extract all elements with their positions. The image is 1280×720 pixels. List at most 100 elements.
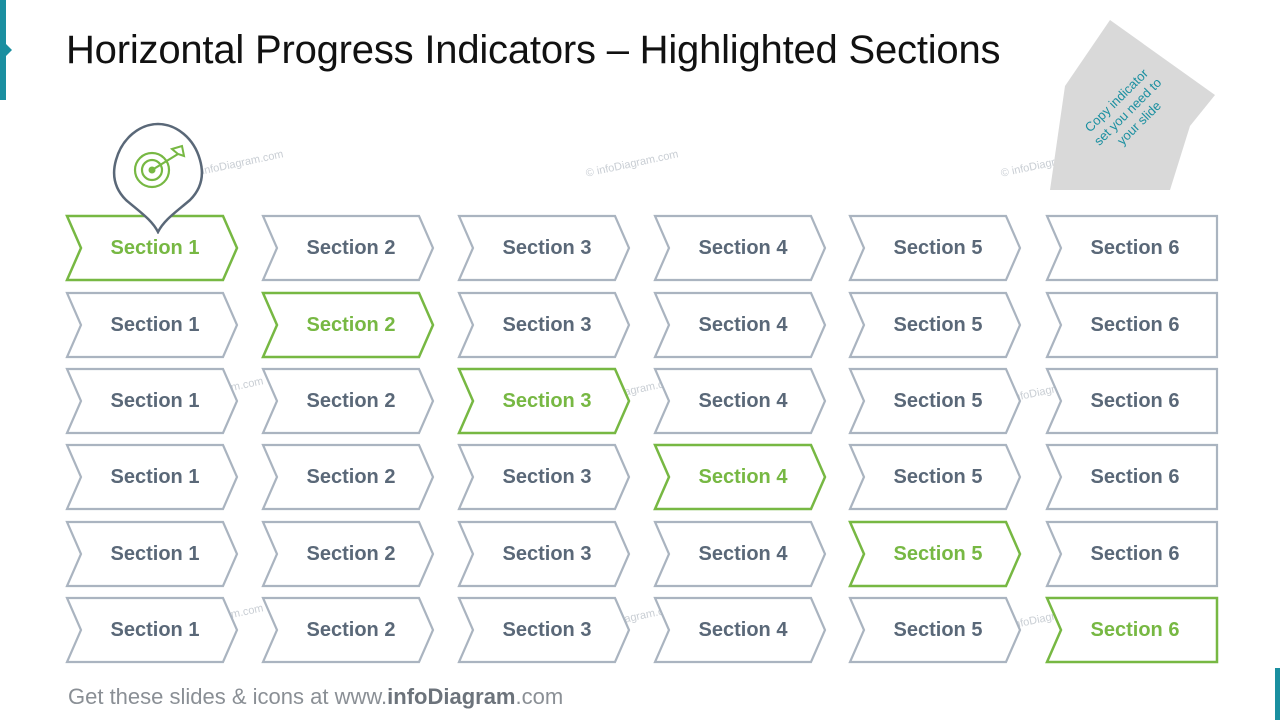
right-accent-bar bbox=[1275, 668, 1280, 720]
chevron-outline bbox=[457, 443, 631, 511]
section-chevron: Section 4 bbox=[653, 520, 827, 588]
section-chevron: Section 6 bbox=[1045, 443, 1219, 511]
section-label: Section 3 bbox=[502, 618, 592, 641]
chevron-shape bbox=[653, 596, 827, 664]
chevron-outline bbox=[848, 443, 1022, 511]
section-chevron: Section 5 bbox=[848, 520, 1022, 588]
section-chevron: Section 3 bbox=[457, 596, 631, 664]
section-chevron: Section 2 bbox=[261, 520, 435, 588]
chevron-shape bbox=[457, 291, 631, 359]
chevron-shape bbox=[653, 291, 827, 359]
section-chevron: Section 4 bbox=[653, 596, 827, 664]
chevron-shape bbox=[653, 520, 827, 588]
section-label: Section 5 bbox=[893, 618, 983, 641]
section-chevron: Section 2 bbox=[261, 291, 435, 359]
chevron-shape bbox=[653, 367, 827, 435]
chevron-shape bbox=[457, 596, 631, 664]
section-label: Section 4 bbox=[698, 542, 788, 565]
chevron-shape bbox=[848, 367, 1022, 435]
section-label: Section 3 bbox=[502, 236, 592, 259]
chevron-outline bbox=[457, 214, 631, 282]
chevron-shape bbox=[261, 214, 435, 282]
chevron-outline bbox=[653, 367, 827, 435]
chevron-outline bbox=[1045, 443, 1219, 511]
chevron-shape bbox=[1045, 291, 1219, 359]
section-chevron: Section 6 bbox=[1045, 596, 1219, 664]
chevron-shape bbox=[65, 520, 239, 588]
section-chevron: Section 2 bbox=[261, 443, 435, 511]
section-chevron: Section 4 bbox=[653, 367, 827, 435]
chevron-shape bbox=[261, 291, 435, 359]
chevron-shape bbox=[1045, 443, 1219, 511]
section-chevron: Section 5 bbox=[848, 291, 1022, 359]
section-label: Section 4 bbox=[698, 618, 788, 641]
section-chevron: Section 2 bbox=[261, 367, 435, 435]
section-label: Section 4 bbox=[698, 389, 788, 412]
section-chevron: Section 4 bbox=[653, 214, 827, 282]
chevron-outline bbox=[457, 596, 631, 664]
chevron-outline bbox=[1045, 367, 1219, 435]
section-label: Section 1 bbox=[110, 389, 200, 412]
section-label: Section 1 bbox=[110, 465, 200, 488]
section-label: Section 2 bbox=[306, 465, 396, 488]
section-label: Section 3 bbox=[502, 465, 592, 488]
section-label: Section 2 bbox=[306, 618, 396, 641]
chevron-shape bbox=[653, 443, 827, 511]
chevron-outline bbox=[653, 596, 827, 664]
section-chevron: Section 2 bbox=[261, 214, 435, 282]
chevron-outline bbox=[1045, 520, 1219, 588]
section-label: Section 2 bbox=[306, 236, 396, 259]
section-chevron: Section 1 bbox=[65, 367, 239, 435]
chevron-shape bbox=[261, 596, 435, 664]
chevron-outline bbox=[1045, 214, 1219, 282]
section-label: Section 3 bbox=[502, 389, 592, 412]
chevron-outline bbox=[1045, 596, 1219, 664]
chevron-outline bbox=[65, 291, 239, 359]
section-chevron: Section 6 bbox=[1045, 367, 1219, 435]
chevron-outline bbox=[848, 596, 1022, 664]
chevron-shape bbox=[848, 596, 1022, 664]
section-label: Section 3 bbox=[502, 313, 592, 336]
section-chevron: Section 4 bbox=[653, 291, 827, 359]
chevron-outline bbox=[65, 367, 239, 435]
section-label: Section 5 bbox=[893, 465, 983, 488]
footer-credit: Get these slides & icons at www.infoDiag… bbox=[68, 684, 563, 710]
section-label: Section 5 bbox=[893, 389, 983, 412]
callout-arrow-shape bbox=[1050, 20, 1215, 190]
chevron-outline bbox=[261, 443, 435, 511]
section-label: Section 2 bbox=[306, 389, 396, 412]
page-title: Horizontal Progress Indicators – Highlig… bbox=[66, 28, 1001, 72]
section-label: Section 4 bbox=[698, 313, 788, 336]
chevron-outline bbox=[261, 214, 435, 282]
section-chevron: Section 3 bbox=[457, 520, 631, 588]
section-chevron: Section 3 bbox=[457, 291, 631, 359]
chevron-outline bbox=[65, 596, 239, 664]
chevron-shape bbox=[457, 520, 631, 588]
chevron-shape bbox=[457, 214, 631, 282]
section-chevron: Section 5 bbox=[848, 214, 1022, 282]
chevron-shape bbox=[848, 291, 1022, 359]
chevron-shape bbox=[457, 443, 631, 511]
chevron-shape bbox=[65, 367, 239, 435]
chevron-shape bbox=[1045, 367, 1219, 435]
section-label: Section 6 bbox=[1090, 618, 1180, 641]
chevron-shape bbox=[653, 214, 827, 282]
section-label: Section 6 bbox=[1090, 465, 1180, 488]
section-label: Section 2 bbox=[306, 313, 396, 336]
chevron-shape bbox=[65, 214, 239, 282]
chevron-shape bbox=[848, 443, 1022, 511]
chevron-outline bbox=[261, 520, 435, 588]
chevron-shape bbox=[65, 596, 239, 664]
chevron-shape bbox=[261, 443, 435, 511]
section-label: Section 5 bbox=[893, 236, 983, 259]
section-chevron: Section 1 bbox=[65, 443, 239, 511]
section-label: Section 6 bbox=[1090, 313, 1180, 336]
chevron-outline bbox=[457, 520, 631, 588]
section-label: Section 1 bbox=[110, 618, 200, 641]
target-icon bbox=[112, 122, 204, 235]
chevron-shape bbox=[848, 520, 1022, 588]
chevron-outline bbox=[261, 367, 435, 435]
section-label: Section 1 bbox=[110, 236, 200, 259]
section-chevron: Section 1 bbox=[65, 291, 239, 359]
chevron-shape bbox=[1045, 520, 1219, 588]
